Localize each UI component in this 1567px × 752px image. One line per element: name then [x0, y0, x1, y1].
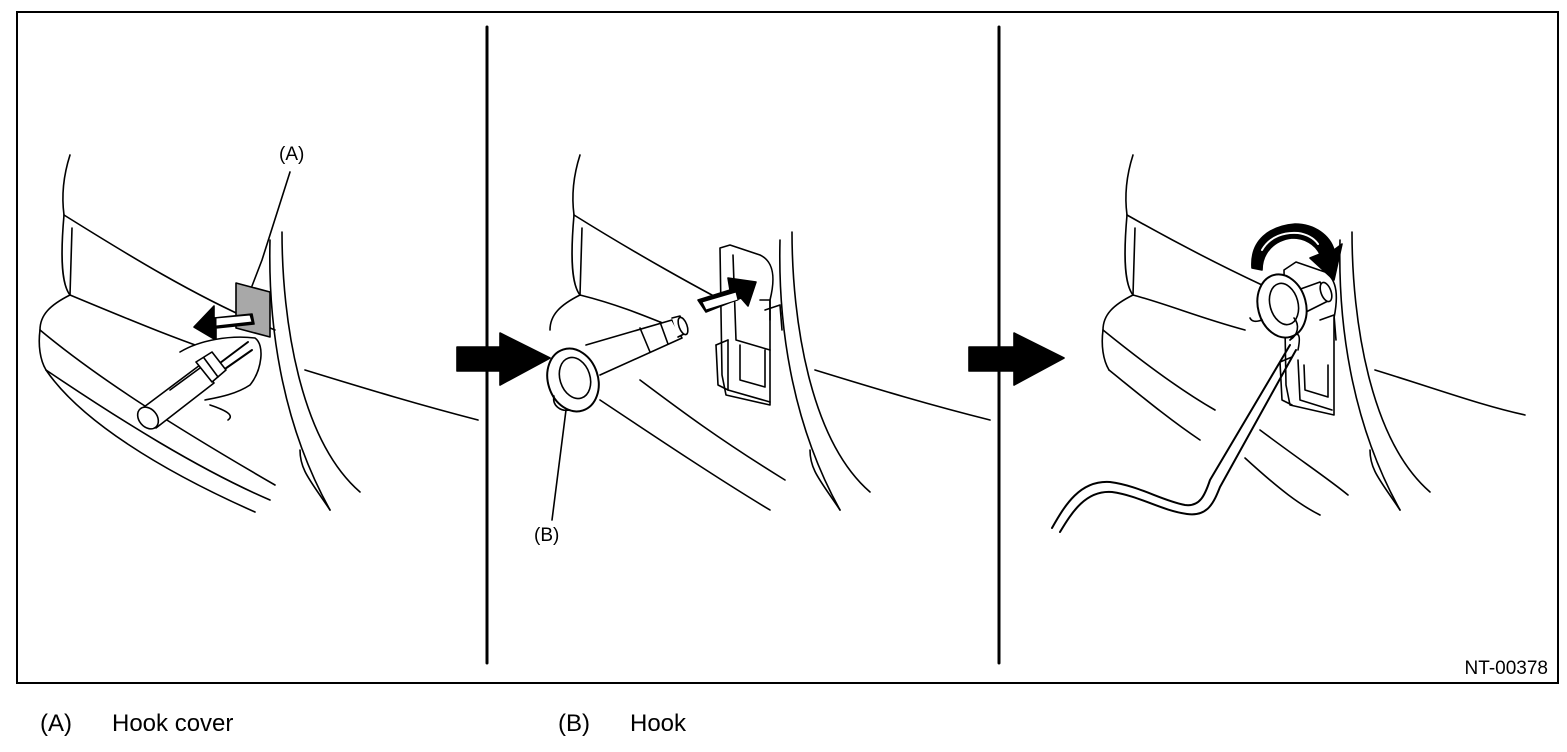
sequence-arrow-1-icon: [456, 332, 551, 386]
callout-a-label: (A): [279, 144, 304, 165]
legend-key-a: (A): [40, 710, 72, 737]
panel-1-screwdriver: [136, 336, 262, 430]
panel-2-hook: [546, 315, 689, 521]
figure-frame: [16, 11, 1559, 684]
panel-3-hook-and-lever: [1051, 273, 1333, 533]
legend-item-b: (B) Hook: [558, 710, 686, 738]
legend-item-a: (A) Hook cover: [40, 710, 233, 738]
sequence-arrow-2-icon: [968, 332, 1065, 386]
callout-b-label: (B): [534, 525, 559, 546]
figure-code: NT-00378: [1465, 658, 1548, 679]
panel-2-hook-mount: [715, 244, 783, 406]
panel-2-insert-arrow-icon: [697, 277, 757, 313]
legend-key-b: (B): [558, 710, 590, 737]
panel-2-bumper: [549, 154, 991, 511]
legend-text-a: Hook cover: [112, 710, 234, 737]
legend-text-b: Hook: [630, 710, 687, 737]
panel-3-bumper: [1101, 154, 1526, 516]
panel-1-removal-arrow-icon: [193, 305, 255, 341]
panel-3-rotate-arrow-icon: [1251, 223, 1343, 281]
